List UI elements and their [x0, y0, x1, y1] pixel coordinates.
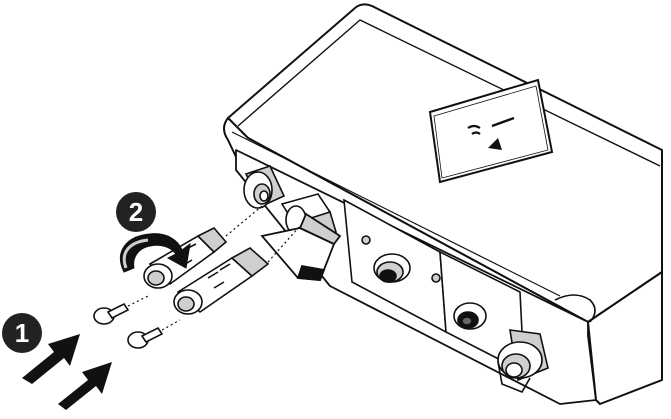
warning-triangle-icon	[488, 138, 502, 150]
step-number-2: 2	[129, 197, 143, 227]
dc-connector-upper	[243, 165, 286, 209]
status-bar-icon	[491, 116, 515, 128]
dc-isolator-handle	[260, 212, 342, 281]
seal-plug	[127, 326, 164, 349]
housing-top-rim	[237, 19, 661, 167]
seal-plug	[93, 302, 130, 325]
com-port	[453, 302, 487, 330]
panel-screw	[361, 235, 371, 245]
push-arrow-icon	[22, 334, 80, 384]
dc-connector-plug-b	[173, 247, 270, 315]
status-label-panel	[428, 78, 554, 184]
ac-gland	[497, 329, 549, 394]
housing-corner-detail	[554, 294, 596, 323]
panel-screw	[431, 273, 441, 283]
wifi-symbol-icon	[467, 124, 481, 135]
push-arrow-icon	[58, 362, 112, 410]
step-number-1: 1	[15, 318, 29, 348]
housing-right-side	[587, 271, 663, 405]
step-badge-2: 2	[116, 192, 156, 232]
housing-parting-line	[231, 131, 561, 297]
cable-gland	[373, 253, 411, 283]
alignment-lines	[127, 205, 301, 331]
step-badge-1: 1	[2, 313, 42, 353]
